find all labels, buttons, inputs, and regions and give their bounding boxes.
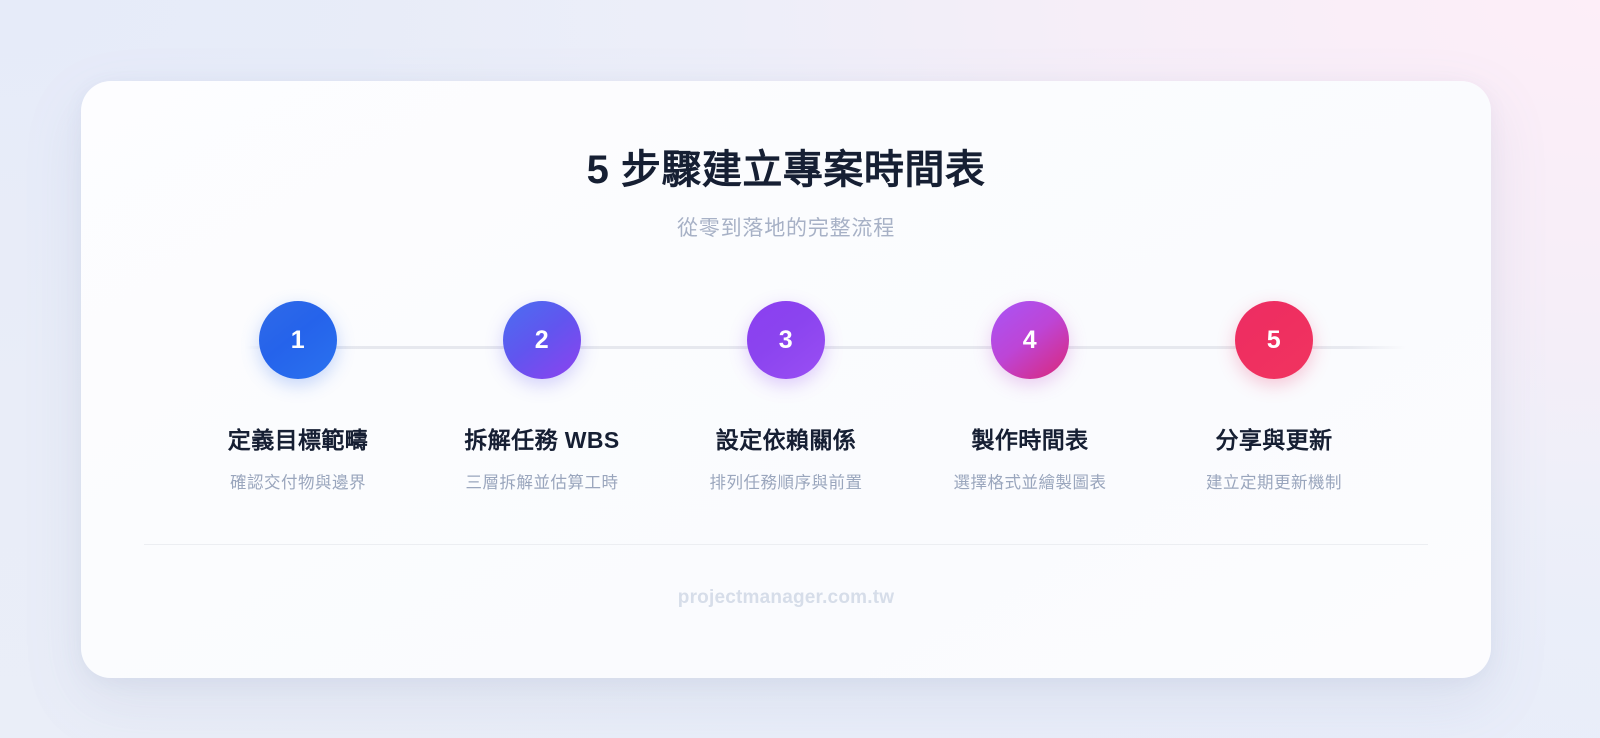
step-title-5: 分享與更新 — [1215, 427, 1333, 453]
footer-divider — [144, 544, 1428, 545]
step-item-2[interactable]: 2 拆解任務 WBS 三層拆解並估算工時 — [420, 301, 664, 494]
step-description-4: 選擇格式並繪製圖表 — [953, 473, 1107, 492]
step-number-badge-1: 1 — [259, 301, 337, 379]
step-title-2: 拆解任務 WBS — [464, 427, 620, 453]
card-footer: projectmanager.com.tw — [81, 587, 1491, 609]
step-item-3[interactable]: 3 設定依賴關係 排列任務順序與前置 — [664, 301, 908, 494]
step-description-5: 建立定期更新機制 — [1206, 473, 1342, 492]
page-subtitle: 從零到落地的完整流程 — [677, 217, 895, 240]
step-title-3: 設定依賴關係 — [715, 427, 857, 453]
steps-timeline: 1 定義目標範疇 確認交付物與邊界 2 拆解任務 WBS 三層拆解並估算工時 3… — [81, 301, 1491, 531]
step-number-badge-3: 3 — [747, 301, 825, 379]
step-title-1: 定義目標範疇 — [227, 427, 369, 453]
step-item-4[interactable]: 4 製作時間表 選擇格式並繪製圖表 — [908, 301, 1152, 494]
step-description-2: 三層拆解並估算工時 — [465, 473, 619, 492]
step-number-badge-2: 2 — [503, 301, 581, 379]
steps-list: 1 定義目標範疇 確認交付物與邊界 2 拆解任務 WBS 三層拆解並估算工時 3… — [81, 301, 1491, 531]
step-description-3: 排列任務順序與前置 — [709, 473, 863, 492]
step-number-badge-4: 4 — [991, 301, 1069, 379]
step-title-4: 製作時間表 — [971, 427, 1089, 453]
infographic-card: 5 步驟建立專案時間表 從零到落地的完整流程 1 定義目標範疇 確認交付物與邊界… — [81, 81, 1491, 678]
step-description-1: 確認交付物與邊界 — [230, 473, 366, 492]
timeline-connector-line — [245, 346, 1407, 349]
step-item-1[interactable]: 1 定義目標範疇 確認交付物與邊界 — [176, 301, 420, 494]
step-item-5[interactable]: 5 分享與更新 建立定期更新機制 — [1152, 301, 1396, 494]
card-header: 5 步驟建立專案時間表 從零到落地的完整流程 — [81, 145, 1491, 242]
page-title: 5 步驟建立專案時間表 — [586, 148, 986, 192]
step-number-badge-5: 5 — [1235, 301, 1313, 379]
footer-site-label: projectmanager.com.tw — [677, 587, 895, 608]
